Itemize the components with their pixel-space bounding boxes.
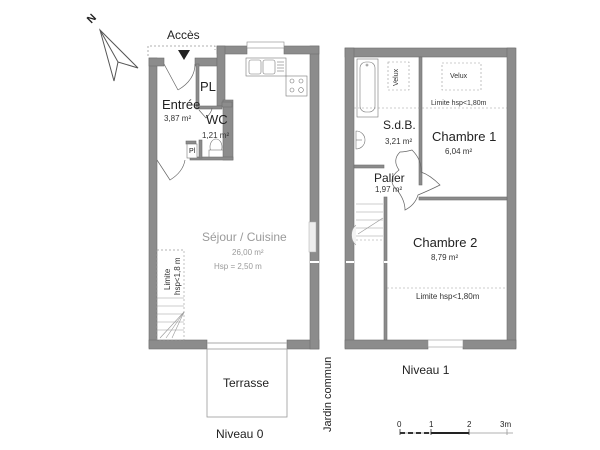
scale-tick-0: 0 — [397, 420, 402, 429]
scale-tick-1: 1 — [429, 420, 434, 429]
stove-icon — [285, 75, 308, 97]
velux-label-chambre1: Velux — [450, 73, 468, 80]
access-marker — [147, 45, 216, 60]
terrace-outline — [206, 348, 288, 418]
scale-tick-2: 2 — [467, 420, 472, 429]
room-entree-name: Entrée — [162, 97, 201, 112]
sink-icon — [355, 130, 366, 150]
room-wc-area: 1,21 m² — [202, 131, 230, 140]
room-chambre1-area: 6,04 m² — [445, 147, 473, 156]
north-arrow-icon — [99, 28, 139, 82]
level0-title: Niveau 0 — [216, 427, 264, 441]
room-pl-small-name: Pl — [189, 148, 196, 155]
access-arrow-icon — [178, 50, 190, 60]
window — [427, 339, 464, 348]
room-sejour-area: 26,00 m² — [232, 248, 264, 257]
interior-door-icon — [156, 159, 186, 181]
toilet-icon — [208, 138, 224, 158]
room-terrasse-name: Terrasse — [223, 376, 270, 390]
access-label: Accès — [167, 28, 200, 42]
limit-note-bottom: Limite hsp<1,80m — [416, 292, 480, 301]
window — [308, 221, 317, 253]
staircase-icon — [351, 203, 384, 246]
palier-doors-icon — [391, 149, 441, 211]
room-wc-name: WC — [206, 112, 228, 127]
kitchen-sink-icon — [245, 57, 287, 77]
room-sejour-name: Séjour / Cuisine — [202, 230, 287, 244]
room-sdb-name: S.d.B. — [383, 118, 416, 132]
room-entree-area: 3,87 m² — [164, 114, 192, 123]
room-palier-area: 1,97 m² — [375, 185, 403, 194]
room-chambre1-name: Chambre 1 — [432, 129, 497, 144]
room-chambre2-area: 8,79 m² — [431, 253, 459, 262]
scale-tick-3: 3m — [500, 420, 512, 429]
level0-walls — [148, 45, 320, 350]
window — [246, 41, 285, 49]
stair-limit-note-line2: hsp<1,8 m — [173, 257, 182, 295]
room-chambre2-name: Chambre 2 — [413, 235, 478, 250]
bathtub-icon — [356, 58, 379, 118]
velux-label-sdb: Velux — [393, 68, 400, 86]
entry-door-icon — [163, 63, 196, 91]
stair-limit-note-line1: Limite — [163, 268, 172, 290]
room-sejour-height-note: Hsp = 2,50 m — [214, 262, 262, 271]
scale-bar — [399, 429, 513, 435]
room-sdb-area: 3,21 m² — [385, 137, 413, 146]
room-palier-name: Palier — [374, 171, 405, 185]
outside-label: Jardin commun — [322, 356, 334, 432]
velux-window — [387, 61, 410, 91]
room-pl-name: PL — [200, 79, 216, 94]
velux-window — [441, 62, 482, 91]
level1-walls — [344, 47, 517, 350]
wc-door-icon — [198, 107, 213, 119]
level1-title: Niveau 1 — [402, 363, 450, 377]
limit-note-top: Limite hsp<1,80m — [431, 100, 487, 107]
